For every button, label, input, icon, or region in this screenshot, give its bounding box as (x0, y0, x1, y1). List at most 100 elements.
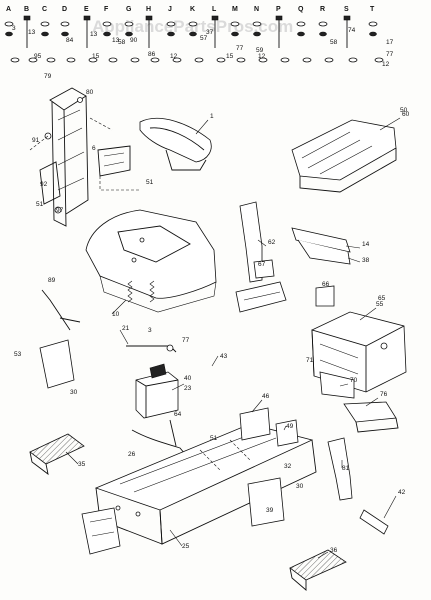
callout-71: 71 (306, 357, 314, 364)
column-header-S: S (344, 6, 349, 13)
footrest-right (289, 549, 347, 591)
callout-51: 51 (146, 179, 154, 186)
springs (127, 280, 155, 303)
callout-80: 80 (86, 89, 94, 96)
callout-79: 79 (44, 73, 52, 80)
callout-66: 66 (322, 281, 330, 288)
callout-39: 39 (266, 507, 274, 514)
callout-43: 43 (220, 353, 228, 360)
bolt-head (275, 15, 283, 21)
mount-plate-right (247, 477, 285, 527)
callout-3-1: 3 (148, 327, 152, 334)
lock-washer (324, 57, 334, 63)
callout-50: 50 (400, 107, 408, 114)
lever-89 (41, 289, 81, 331)
callout-36: 36 (330, 547, 338, 554)
bracket-67-66 (235, 281, 287, 313)
lock-washer (258, 57, 268, 63)
watermark-text: AppliancePartsPros.com (92, 17, 293, 36)
bolt-head (343, 15, 351, 21)
column-header-C: C (42, 6, 47, 13)
callout-30-1: 30 (296, 483, 304, 490)
callout-6: 6 (92, 145, 96, 152)
nut (231, 31, 239, 37)
lock-washer (10, 57, 20, 63)
washer (40, 21, 50, 27)
washer (60, 21, 70, 27)
callout-12-2: 12 (382, 61, 390, 68)
lock-washer (130, 57, 140, 63)
washer (166, 21, 176, 27)
lock-washer (216, 57, 226, 63)
leader-line (345, 245, 361, 249)
bracket-48-59 (239, 407, 299, 447)
leader-line (171, 383, 185, 391)
column-header-T: T (370, 6, 375, 13)
leader-line (211, 355, 219, 367)
callout-25: 25 (182, 543, 190, 550)
washer (230, 21, 240, 27)
battery-box (135, 363, 179, 419)
callout-21: 21 (122, 325, 130, 332)
callout-10: 10 (112, 311, 120, 318)
callout-46: 46 (262, 393, 270, 400)
leader-line (339, 383, 349, 387)
callout-13-2: 13 (112, 37, 120, 44)
washer (102, 21, 112, 27)
nut (41, 31, 49, 37)
callout-67: 67 (258, 261, 266, 268)
callout-13-1: 13 (90, 31, 98, 38)
column-header-R: R (320, 6, 325, 13)
mount-plate-left (81, 507, 121, 555)
lock-washer (194, 57, 204, 63)
nut (297, 31, 305, 37)
column-header-M: M (232, 6, 238, 13)
callout-65: 65 (378, 295, 386, 302)
nut (189, 31, 197, 37)
leader-line (195, 119, 209, 135)
nut (167, 31, 175, 37)
washer (4, 21, 14, 27)
bracket-42 (359, 509, 389, 535)
callout-91: 91 (32, 137, 40, 144)
callout-51-2: 51 (36, 201, 44, 208)
upright-81 (327, 437, 353, 501)
washer (368, 21, 378, 27)
lock-washer (46, 57, 56, 63)
callout-12-1: 12 (258, 53, 266, 60)
callout-76: 76 (380, 391, 388, 398)
washer (188, 21, 198, 27)
column-header-D: D (62, 6, 67, 13)
steering-column-assembly (29, 87, 113, 227)
mounting-bracket-6 (97, 145, 140, 191)
footrest-left (29, 433, 85, 476)
washer (296, 21, 306, 27)
side-shields (239, 201, 351, 307)
nut (125, 31, 133, 37)
callout-97: 97 (56, 207, 64, 214)
callout-89: 89 (48, 277, 56, 284)
leader-line (169, 529, 183, 547)
callout-15: 15 (92, 53, 100, 60)
leader-line (359, 307, 377, 321)
callout-15-1: 15 (226, 53, 234, 60)
column-header-H: H (146, 6, 151, 13)
callout-1: 1 (210, 113, 214, 120)
nut (319, 31, 327, 37)
callout-13: 13 (28, 29, 36, 36)
leader-line (119, 329, 129, 345)
bolt-head (83, 15, 91, 21)
column-header-F: F (104, 6, 109, 13)
leader-line (257, 239, 267, 247)
callout-14: 14 (362, 241, 370, 248)
washer (252, 21, 262, 27)
main-frame (94, 423, 317, 545)
callout-57: 57 (200, 35, 208, 42)
callout-42: 42 (398, 489, 406, 496)
nut (61, 31, 69, 37)
callout-90: 90 (130, 37, 138, 44)
